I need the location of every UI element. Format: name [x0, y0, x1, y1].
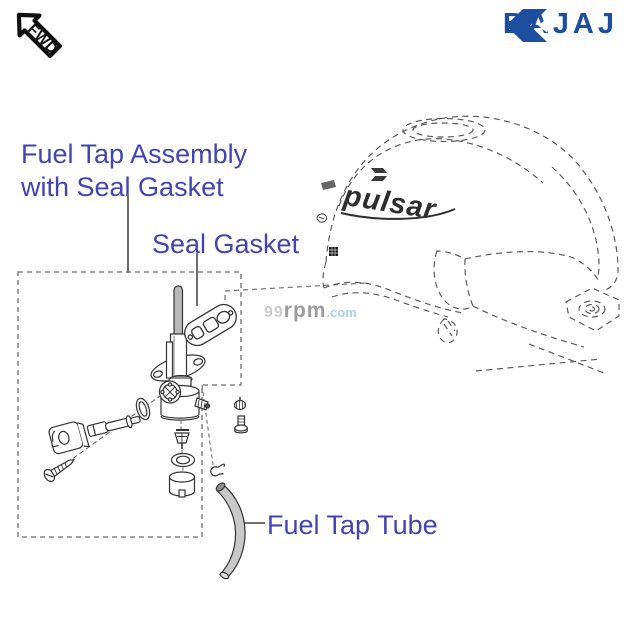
assembly-boundary-box: [17, 271, 242, 538]
rear-bracket-plate: [565, 287, 620, 332]
tap-dial-knob: [158, 380, 182, 404]
tube-bottom-end: [219, 571, 230, 580]
front-bracket-hatch: [443, 320, 456, 337]
valve-plug: [174, 429, 190, 449]
assembly-label: Fuel Tap Assembly with Seal Gasket: [21, 138, 247, 204]
stack-center-line: [180, 421, 184, 472]
standpipe-upper: [173, 285, 184, 339]
fuel-tap-tube-label: Fuel Tap Tube: [267, 510, 438, 540]
filter-cup: [168, 471, 196, 498]
pulsar-logo: pulsar: [340, 168, 456, 226]
fwd-arrow-icon: FWD: [16, 12, 63, 59]
lever-plate: [48, 421, 90, 455]
fuel-tap-assembly-drawing: [43, 285, 248, 498]
recess-bottom-sweep: [472, 305, 585, 348]
tank-outline: [325, 115, 619, 292]
lever-screw: [43, 458, 75, 483]
label-leader-lines: [127, 196, 265, 524]
front-bracket: [437, 318, 458, 344]
standpipe-secondary: [165, 341, 174, 379]
tank-inner-face-line: [464, 251, 599, 281]
seal-gasket-drawing: [184, 303, 237, 347]
hose-clamp: [210, 463, 226, 477]
pulsar-emblem-icon: [371, 168, 387, 181]
fuel-tap-location-marker: [329, 247, 338, 256]
fuel-tap-tube-drawing: [215, 482, 246, 580]
watermark-suffix: .com: [326, 305, 357, 320]
filler-cap-outer: [402, 117, 486, 143]
bajaj-logo: BAJAJ: [503, 8, 618, 42]
assembly-label-line2: with Seal Gasket: [21, 172, 224, 202]
bajaj-emblem-icon: [505, 9, 547, 42]
filler-cap-inner: [412, 122, 474, 138]
watermark-name: rpm: [283, 299, 327, 322]
rear-bracket-boss-outer: [578, 300, 606, 318]
rear-bracket-boss-hole: [588, 306, 596, 312]
tank-bottom-edge-b: [331, 292, 449, 318]
assembly-label-line1: Fuel Tap Assembly: [21, 139, 248, 169]
tank-rear-edge: [551, 166, 600, 277]
tank-side-badge: [321, 180, 336, 190]
fuel-tank-drawing: pulsar: [316, 115, 620, 374]
knee-recess: [433, 250, 474, 310]
rear-bracket-boss-mid: [584, 303, 600, 315]
clamp-link-line: [201, 384, 214, 466]
tank-clip-detail: [316, 213, 328, 223]
seal-gasket-label: Seal Gasket: [152, 229, 300, 259]
watermark-prefix: 99: [264, 304, 284, 321]
tank-front-lower-corner: [322, 261, 327, 289]
tube-top-end: [215, 482, 226, 492]
o-ring: [135, 397, 151, 421]
tap-lever: [86, 415, 141, 437]
pulsar-underline-flourish: [340, 208, 456, 220]
tap-bolt: [234, 415, 248, 434]
underframe-line-b: [528, 343, 605, 374]
tap-screw: [233, 397, 247, 411]
sealing-washer: [170, 452, 196, 468]
